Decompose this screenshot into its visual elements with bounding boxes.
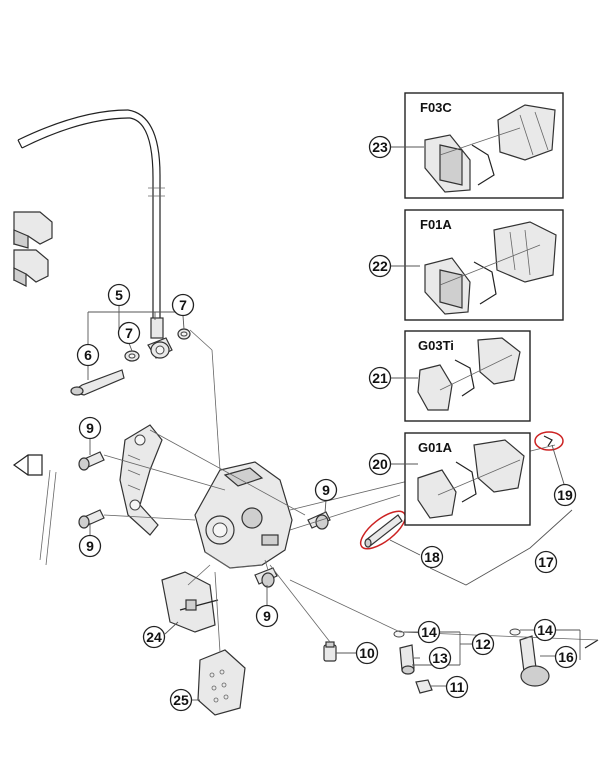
pad-box-g01a: G01A: [404, 432, 531, 526]
callout-number: 6: [84, 347, 92, 363]
callout-9: 9: [255, 604, 279, 628]
pad-box-f01a: F01A: [404, 209, 564, 321]
pad-box-g03ti: G03Ti: [404, 330, 531, 422]
callout-number: 18: [424, 549, 440, 565]
callout-number: 12: [475, 636, 491, 652]
callout-number: 24: [146, 629, 162, 645]
callout-circle: [169, 688, 193, 712]
callout-17: 17: [534, 550, 558, 574]
callout-circle: [533, 618, 557, 642]
pad-box-title: G01A: [418, 440, 453, 455]
callout-number: 25: [173, 692, 189, 708]
callout-11: 11: [445, 675, 469, 699]
callout-number: 5: [115, 287, 123, 303]
callout-circle: [445, 675, 469, 699]
pad-box-title: G03Ti: [418, 338, 454, 353]
callout-circle: [534, 550, 558, 574]
callout-14: 14: [417, 620, 441, 644]
callout-number: 9: [86, 538, 94, 554]
callout-number: 10: [359, 645, 375, 661]
callout-25: 25: [169, 688, 193, 712]
fittings-left: [393, 630, 433, 694]
callout-circle: [76, 343, 100, 367]
callout-16: 16: [554, 645, 578, 669]
callout-circle: [171, 293, 195, 317]
pad-box-title: F03C: [420, 100, 452, 115]
callout-number: 19: [557, 487, 573, 503]
mounting-bolts: [78, 451, 331, 588]
callout-number: 13: [432, 650, 448, 666]
snap-ring: [543, 435, 553, 447]
left-edge-lines: [12, 454, 57, 566]
callout-circle: [142, 625, 166, 649]
lever-clamp-parts: [13, 211, 53, 287]
mount-adapter: [119, 424, 163, 536]
callout-circle: [428, 646, 452, 670]
pad-spacer: [161, 571, 219, 633]
callout-number: 7: [125, 325, 133, 341]
banjo-bolt-assembly: [70, 328, 191, 396]
callout-number: 14: [421, 624, 437, 640]
callout-6: 6: [76, 343, 100, 367]
pad-box-title: F01A: [420, 217, 452, 232]
callout-5: 5: [107, 283, 131, 307]
callout-number: 11: [450, 679, 465, 695]
callout-18: 18: [420, 545, 444, 569]
callout-13: 13: [428, 646, 452, 670]
pad-pin: [364, 514, 403, 548]
callout-22: 22: [368, 254, 392, 278]
callout-9: 9: [314, 478, 338, 502]
callout-circle: [471, 632, 495, 656]
callout-circle: [107, 283, 131, 307]
callout-circle: [78, 416, 102, 440]
callout-circle: [78, 534, 102, 558]
callout-circle: [420, 545, 444, 569]
callout-circle: [255, 604, 279, 628]
callout-number: 9: [263, 608, 271, 624]
callout-number: 23: [372, 139, 388, 155]
callout-number: 9: [322, 482, 330, 498]
callout-7: 7: [171, 293, 195, 317]
callout-number: 22: [372, 258, 388, 274]
callout-21: 21: [368, 366, 392, 390]
callout-number: 16: [558, 649, 574, 665]
callout-circle: [368, 254, 392, 278]
callout-circle: [368, 135, 392, 159]
callout-9: 9: [78, 534, 102, 558]
callout-number: 21: [372, 370, 388, 386]
callout-19: 19: [553, 483, 577, 507]
callout-9: 9: [78, 416, 102, 440]
callout-circle: [553, 483, 577, 507]
callout-number: 20: [372, 456, 388, 472]
callout-number: 17: [538, 554, 554, 570]
pad-box-f03c: F03C: [404, 92, 564, 199]
callout-circle: [117, 321, 141, 345]
callout-number: 7: [179, 297, 187, 313]
highlight-marks: [359, 431, 564, 550]
callout-10: 10: [355, 641, 379, 665]
brake-hose: [17, 109, 165, 339]
callout-24: 24: [142, 625, 166, 649]
bleed-block: [197, 649, 246, 716]
callout-circle: [554, 645, 578, 669]
callout-23: 23: [368, 135, 392, 159]
callout-circle: [368, 366, 392, 390]
caliper-body: [194, 461, 293, 569]
callout-circle: [355, 641, 379, 665]
callout-number: 9: [86, 420, 94, 436]
callout-circle: [417, 620, 441, 644]
bleed-nipple: [323, 641, 337, 662]
callout-circle: [314, 478, 338, 502]
callout-14: 14: [533, 618, 557, 642]
callouts: 5 6 7 7 9 9 9 9 10 11 12 13 14 14 16 17 18 19 20 21 22 23 24 25: [76, 135, 578, 712]
fittings-right: [509, 628, 599, 687]
callout-circle: [368, 452, 392, 476]
callout-20: 20: [368, 452, 392, 476]
callout-7: 7: [117, 321, 141, 345]
callout-12: 12: [471, 632, 495, 656]
callout-number: 14: [537, 622, 553, 638]
